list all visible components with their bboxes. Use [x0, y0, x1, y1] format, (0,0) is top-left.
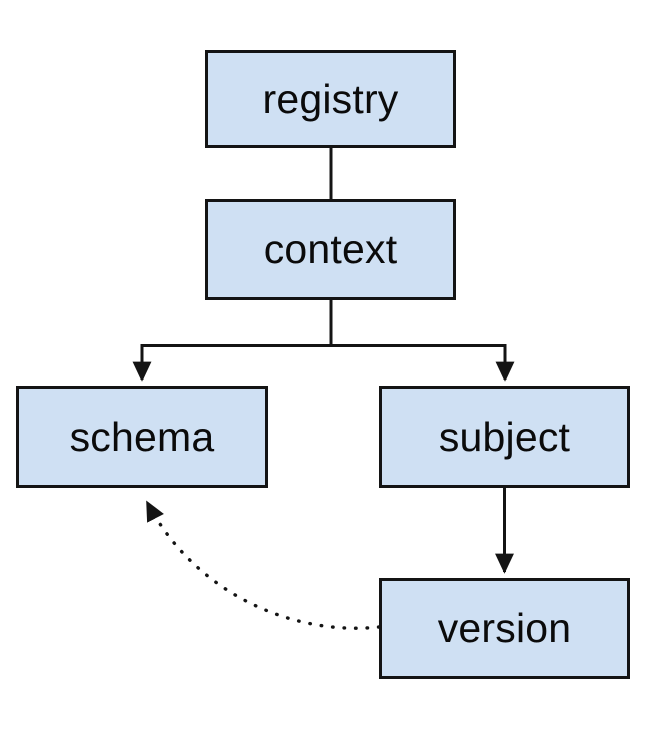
node-version-label: version: [437, 605, 572, 651]
node-schema[interactable]: schema: [16, 386, 268, 488]
node-registry[interactable]: registry: [205, 50, 456, 148]
node-schema-label: schema: [69, 413, 215, 460]
edge-version-schema: [145, 500, 381, 630]
node-version[interactable]: version: [379, 578, 630, 679]
node-context[interactable]: context: [205, 199, 456, 300]
edge-context-subject: [331, 344, 515, 382]
node-registry-label: registry: [262, 75, 399, 122]
edge-context-schema: [132, 344, 331, 382]
node-subject-label: subject: [438, 413, 571, 460]
node-context-label: context: [263, 226, 398, 272]
node-subject[interactable]: subject: [379, 386, 630, 488]
